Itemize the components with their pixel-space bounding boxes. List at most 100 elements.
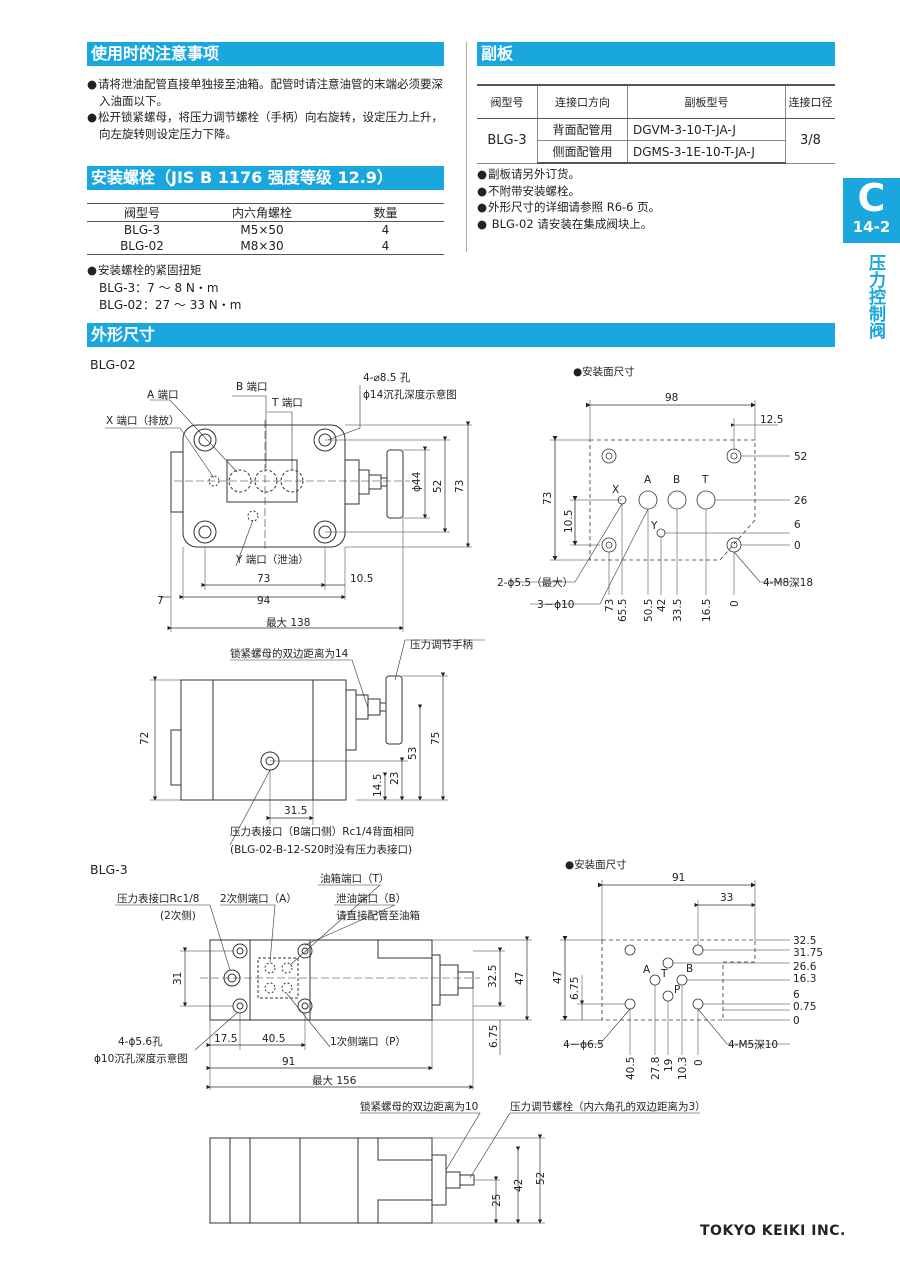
dim-text: 40.5 bbox=[625, 1057, 637, 1080]
callout-text: ϕ14沉孔深度示意图 bbox=[363, 388, 457, 401]
callout-text: T 端口 bbox=[271, 396, 303, 409]
dim-text: 25 bbox=[491, 1194, 503, 1207]
sub-col-size: 连接口径 bbox=[785, 84, 835, 119]
callout-text: 压力表接口（B端口侧）Rc1/4背面相同 bbox=[230, 825, 414, 838]
blg3-plan-labels: 压力表接口Rc1/8 (2次侧) 2次侧端口（A） 油箱端口（T） 泄油端口（B… bbox=[94, 872, 526, 1087]
dim-text: 33.5 bbox=[672, 599, 684, 622]
company-footer: TOKYO KEIKI INC. bbox=[700, 1223, 846, 1239]
dim-text: 31 bbox=[172, 972, 184, 985]
callout-text: 4-ϕ5.6孔 bbox=[118, 1035, 163, 1048]
blg3-side-labels: 锁紧螺母的双边距离为10 压力调节螺栓（内六角孔的双边距离为3） 52 42 2… bbox=[360, 1100, 706, 1207]
note-item: 松开锁紧螺母，将压力调节螺栓（手柄）向右旋转，设定压力上升，向左旋转则设定压力下… bbox=[87, 109, 447, 142]
dim-text: 91 bbox=[282, 1056, 295, 1068]
port-label: T bbox=[701, 474, 709, 486]
callout-text: 2-ϕ5.5（最大） bbox=[497, 576, 573, 589]
dim-text: 7 bbox=[157, 595, 164, 607]
callout-text: 4-⌀8.5 孔 bbox=[363, 371, 411, 384]
dim-text: 10.3 bbox=[677, 1057, 689, 1080]
callout-text: 4－ϕ6.5 bbox=[563, 1039, 604, 1051]
sub-col-plate: 副板型号 bbox=[627, 84, 786, 119]
callout-text: (BLG-02-B-12-S20时没有压力表接口) bbox=[230, 843, 412, 856]
bolt-cell: 4 bbox=[381, 223, 390, 237]
dim-text: 98 bbox=[665, 392, 678, 404]
port-label: T bbox=[660, 968, 668, 980]
dim-text: 73 bbox=[542, 492, 554, 505]
dim-text: 42 bbox=[513, 1179, 525, 1192]
callout-text: 压力调节手柄 bbox=[410, 638, 473, 651]
blg02-side-view bbox=[150, 639, 485, 846]
dim-text: 42 bbox=[656, 599, 668, 612]
dim-text: 6.75 bbox=[569, 977, 581, 1000]
dim-text: 26.6 bbox=[793, 961, 817, 973]
dim-text: 50.5 bbox=[643, 599, 655, 622]
callout-text: 锁紧螺母的双边距离为10 bbox=[360, 1100, 478, 1113]
chapter-letter: C bbox=[857, 176, 886, 220]
dim-text: 47 bbox=[552, 971, 564, 984]
dim-text: 10.5 bbox=[350, 573, 373, 585]
bolt-cell: BLG-3 bbox=[123, 223, 161, 237]
sub-note: 外形尺寸的详细请参照 R6-6 页。 bbox=[477, 199, 835, 216]
blg02-side-labels: 锁紧螺母的双边距离为14 压力调节手柄 压力表接口（B端口侧）Rc1/4背面相同… bbox=[139, 638, 473, 856]
dim-text: 6 bbox=[793, 989, 800, 1001]
table-row: BLG-02 M8×30 4 bbox=[87, 238, 444, 255]
dim-text: 75 bbox=[430, 732, 442, 745]
dim-text: 31.75 bbox=[793, 947, 823, 959]
callout-text: 压力调节螺栓（内六角孔的双边距离为3） bbox=[510, 1100, 706, 1113]
torque-title: 安装螺栓的紧固扭矩 bbox=[87, 262, 387, 279]
callout-text: ϕ10沉孔深度示意图 bbox=[94, 1052, 188, 1065]
bolt-cell: M5×50 bbox=[240, 223, 284, 237]
bolts-col-qty: 数量 bbox=[327, 203, 444, 222]
torque-blg02: BLG-02：27 ～ 33 N・m bbox=[99, 298, 242, 312]
dim-text: 91 bbox=[672, 872, 685, 884]
callout-text: A 端口 bbox=[147, 388, 179, 401]
dim-text: 6.75 bbox=[488, 1025, 500, 1048]
dim-text: 73 bbox=[454, 480, 466, 493]
callout-text: X 端口（排放） bbox=[106, 414, 180, 427]
dim-text: 19 bbox=[663, 1059, 675, 1072]
dim-text: 0 bbox=[793, 1015, 800, 1027]
table-row: BLG-3 背面配管用 DGVM-3-10-T-JA-J 3/8 bbox=[477, 118, 835, 164]
dim-text: 0 bbox=[729, 600, 741, 607]
callout-text: Y 端口（泄油） bbox=[235, 553, 309, 566]
subplate-table: 阀型号 连接口方向 副板型号 连接口径 BLG-3 背面配管用 DGVM-3-1… bbox=[477, 84, 835, 164]
blg02-mount-labels: ●安装面尺寸 98 12.5 52 26 6 0 73 10.5 A B T X… bbox=[497, 365, 813, 622]
dim-text: 53 bbox=[407, 747, 419, 760]
port-label: B bbox=[673, 474, 680, 486]
dim-text: 0 bbox=[693, 1059, 705, 1066]
notes-heading: 使用时的注意事项 bbox=[87, 42, 444, 66]
dim-text: ϕ44 bbox=[411, 471, 423, 492]
dim-text: 32.5 bbox=[793, 935, 816, 947]
dim-text: 47 bbox=[514, 972, 526, 985]
sub-model: BLG-3 bbox=[477, 118, 538, 164]
dim-text: 65.5 bbox=[617, 599, 629, 622]
port-label: P bbox=[674, 984, 680, 996]
sub-dir: 背面配管用 bbox=[537, 118, 628, 141]
dim-text: 23 bbox=[389, 772, 401, 785]
dim-text: 94 bbox=[257, 595, 271, 607]
chapter-tab: C 14-2 bbox=[843, 178, 900, 243]
dim-text: 31.5 bbox=[284, 805, 307, 817]
sub-plate: DGMS-3-1E-10-T-JA-J bbox=[627, 140, 786, 164]
sub-note: 副板请另外订货。 bbox=[477, 166, 835, 183]
dim-text: 最大 156 bbox=[312, 1074, 357, 1087]
callout-text: 3－ϕ10 bbox=[537, 599, 574, 611]
dims-heading: 外形尺寸 bbox=[87, 323, 835, 347]
port-label: X bbox=[612, 484, 619, 496]
dim-text: 73 bbox=[257, 573, 270, 585]
bolt-cell: BLG-02 bbox=[87, 238, 197, 255]
callout-text: 1次侧端口（P） bbox=[330, 1035, 406, 1048]
sub-note: 不附带安装螺栓。 bbox=[477, 183, 835, 200]
callout-text: 4-M5深10 bbox=[728, 1039, 778, 1051]
dim-text: 12.5 bbox=[760, 414, 783, 426]
torque-blg3: BLG-3：7 ～ 8 N・m bbox=[99, 281, 219, 295]
blg3-side-view bbox=[209, 1112, 700, 1224]
callout-text: 锁紧螺母的双边距离为14 bbox=[230, 647, 349, 660]
bolt-cell: M8×30 bbox=[197, 238, 327, 255]
callout-text: 油箱端口（T） bbox=[320, 872, 389, 885]
dim-text: 16.3 bbox=[793, 973, 816, 985]
sub-col-model: 阀型号 bbox=[477, 84, 538, 119]
bolts-col-model: 阀型号 bbox=[87, 203, 197, 222]
callout-text: (2次侧) bbox=[160, 909, 196, 922]
table-row: BLG-3 M5×50 4 bbox=[87, 222, 444, 239]
